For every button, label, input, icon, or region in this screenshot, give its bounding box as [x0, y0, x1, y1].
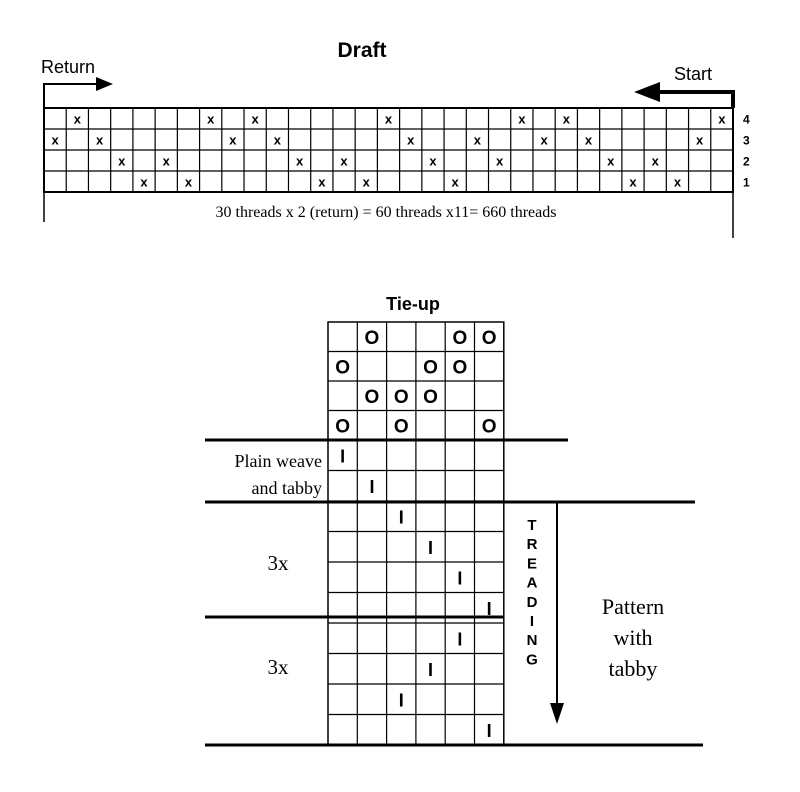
threading-mark: x: [296, 154, 304, 169]
threading-mark: x: [429, 154, 437, 169]
threading-mark: x: [163, 154, 171, 169]
treadling-mark: I: [369, 477, 374, 497]
draft-caption: 30 threads x 2 (return) = 60 threads x11…: [216, 204, 557, 221]
tieup-mark: O: [335, 416, 350, 437]
tieup-mark: O: [482, 416, 497, 437]
threading-mark: x: [540, 133, 548, 148]
shaft-number-labels: 4 3 2 1: [743, 113, 750, 190]
treadling-mark: I: [428, 660, 433, 680]
start-arrow: [634, 82, 735, 108]
threading-mark: x: [496, 154, 504, 169]
draft-title: Draft: [337, 39, 386, 62]
tieup-mark: O: [335, 357, 350, 378]
tieup-title: Tie-up: [386, 294, 440, 314]
threading-mark: x: [118, 154, 126, 169]
threading-mark: x: [51, 133, 59, 148]
plain-weave-label-line2: and tabby: [252, 478, 322, 498]
threading-mark: x: [340, 154, 348, 169]
threading-mark: x: [696, 133, 704, 148]
pattern-label-line1: Pattern: [602, 594, 664, 619]
treading-letter: A: [527, 575, 538, 592]
treading-letter: I: [530, 613, 534, 630]
tieup-mark: O: [482, 328, 497, 349]
treadling-mark: I: [487, 599, 492, 619]
tieup-mark: O: [423, 387, 438, 408]
section-divider-lines: [205, 438, 703, 747]
treading-letter: N: [527, 632, 538, 649]
tieup-mark: O: [394, 387, 409, 408]
threading-mark: x: [274, 133, 282, 148]
treadling-mark: I: [340, 446, 345, 466]
tieup-mark: O: [452, 357, 467, 378]
threading-grid: [43, 107, 734, 193]
start-label: Start: [674, 64, 712, 84]
treadling-mark: I: [399, 507, 404, 527]
treading-letter: R: [527, 536, 538, 553]
treading-letter: D: [527, 594, 538, 611]
treading-letter: E: [527, 555, 537, 572]
threading-mark: x: [563, 112, 571, 127]
treading-letter: T: [527, 517, 536, 534]
threading-mark: x: [140, 175, 148, 190]
treadling-grid: [327, 439, 505, 746]
threading-mark: x: [407, 133, 415, 148]
threading-mark: x: [385, 112, 393, 127]
threading-mark: x: [452, 175, 460, 190]
treadling-mark: I: [428, 538, 433, 558]
threading-mark: x: [185, 175, 193, 190]
tieup-mark: O: [423, 357, 438, 378]
repeat-label-2: 3x: [268, 655, 290, 679]
treadling-mark: I: [457, 568, 462, 588]
treadling-mark: I: [399, 690, 404, 710]
tieup-grid: [327, 321, 505, 441]
return-arrow: [43, 77, 113, 108]
threading-mark: x: [585, 133, 593, 148]
threading-mark: x: [718, 112, 726, 127]
pattern-label-line3: tabby: [609, 656, 658, 681]
treadling-mark: I: [457, 629, 462, 649]
treading-arrow: [550, 502, 564, 724]
treadling-marks: I I I I I I I I I I: [340, 446, 492, 741]
threading-mark: x: [363, 175, 371, 190]
pattern-label-line2: with: [613, 625, 652, 650]
repeat-label-1: 3x: [268, 551, 290, 575]
threading-mark: x: [652, 154, 660, 169]
caption-bracket: [43, 192, 734, 238]
return-label: Return: [41, 57, 95, 77]
threading-mark: x: [674, 175, 682, 190]
threading-mark: x: [74, 112, 82, 127]
shaft-number-label: 1: [743, 176, 750, 190]
tieup-mark: O: [452, 328, 467, 349]
shaft-number-label: 3: [743, 134, 750, 148]
threading-mark: x: [607, 154, 615, 169]
threading-mark: x: [518, 112, 526, 127]
threading-mark: x: [96, 133, 104, 148]
tieup-mark: O: [394, 416, 409, 437]
plain-weave-label-line1: Plain weave: [235, 451, 322, 471]
threading-mark: x: [229, 133, 237, 148]
shaft-number-label: 2: [743, 155, 750, 169]
tieup-mark: O: [365, 387, 380, 408]
threading-mark: x: [207, 112, 215, 127]
treadling-mark: I: [487, 721, 492, 741]
threading-mark: x: [318, 175, 326, 190]
shaft-number-label: 4: [743, 113, 750, 127]
threading-mark: x: [474, 133, 482, 148]
treading-letter: G: [526, 651, 538, 668]
threading-mark: x: [252, 112, 260, 127]
threading-mark: x: [629, 175, 637, 190]
tieup-mark: O: [365, 328, 380, 349]
